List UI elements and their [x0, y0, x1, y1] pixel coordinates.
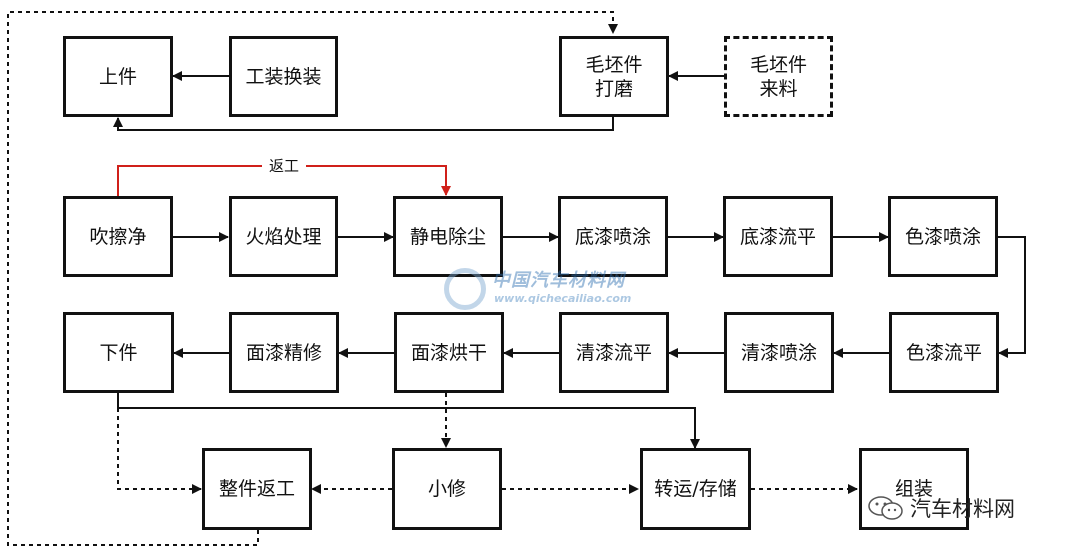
arrow-zhengjian-fangong-loop-to-pidamo [7, 11, 618, 546]
node-pilailiao: 毛坯件 来料 [724, 36, 833, 117]
node-zuzhuang: 组装 [859, 448, 969, 530]
node-mianqi-honggan: 面漆烘干 [394, 312, 504, 393]
node-mianqi-jingxiu: 面漆精修 [229, 312, 339, 393]
node-gongzhuang: 工装换装 [229, 36, 338, 117]
node-diqi-pentu: 底漆喷涂 [558, 196, 668, 277]
wechat-icon [868, 496, 903, 520]
arrow-seqi-pentu-to-seqi-liuping [998, 236, 1026, 358]
node-diqi-liuping: 底漆流平 [723, 196, 833, 277]
node-shangjian: 上件 [63, 36, 173, 117]
node-zhuanyun: 转运/存储 [640, 448, 751, 530]
watermark-name: 中国汽车材料网 [492, 270, 625, 291]
node-jingdian: 静电除尘 [393, 196, 503, 277]
rework-label: 返工 [262, 155, 306, 177]
node-zhengjian-fangong: 整件返工 [202, 448, 312, 530]
watermark-logo-icon [444, 268, 486, 310]
node-qingqi-pentu: 清漆喷涂 [724, 312, 834, 393]
node-pidamo: 毛坯件 打磨 [559, 36, 669, 117]
node-chuicajing: 吹擦净 [63, 196, 173, 277]
watermark-url: www.qichecailiao.com [494, 292, 632, 305]
node-xiajian: 下件 [63, 312, 174, 393]
brand-mark: 汽车材料网 [866, 492, 1015, 524]
node-seqi-pentu: 色漆喷涂 [888, 196, 998, 277]
arrow-pidamo-to-shangjian [113, 117, 614, 131]
node-qingqi-liuping: 清漆流平 [559, 312, 669, 393]
brand-text: 汽车材料网 [910, 497, 1015, 521]
arrow-xiajian-to-zhengjian-fangong [117, 408, 202, 494]
node-huoyan: 火焰处理 [229, 196, 338, 277]
node-seqi-liuping: 色漆流平 [889, 312, 999, 393]
arrow-xiajian-to-zhuanyun [117, 393, 700, 449]
watermark: 中国汽车材料网 www.qichecailiao.com [438, 262, 658, 320]
node-xiaoxiu: 小修 [392, 448, 502, 530]
